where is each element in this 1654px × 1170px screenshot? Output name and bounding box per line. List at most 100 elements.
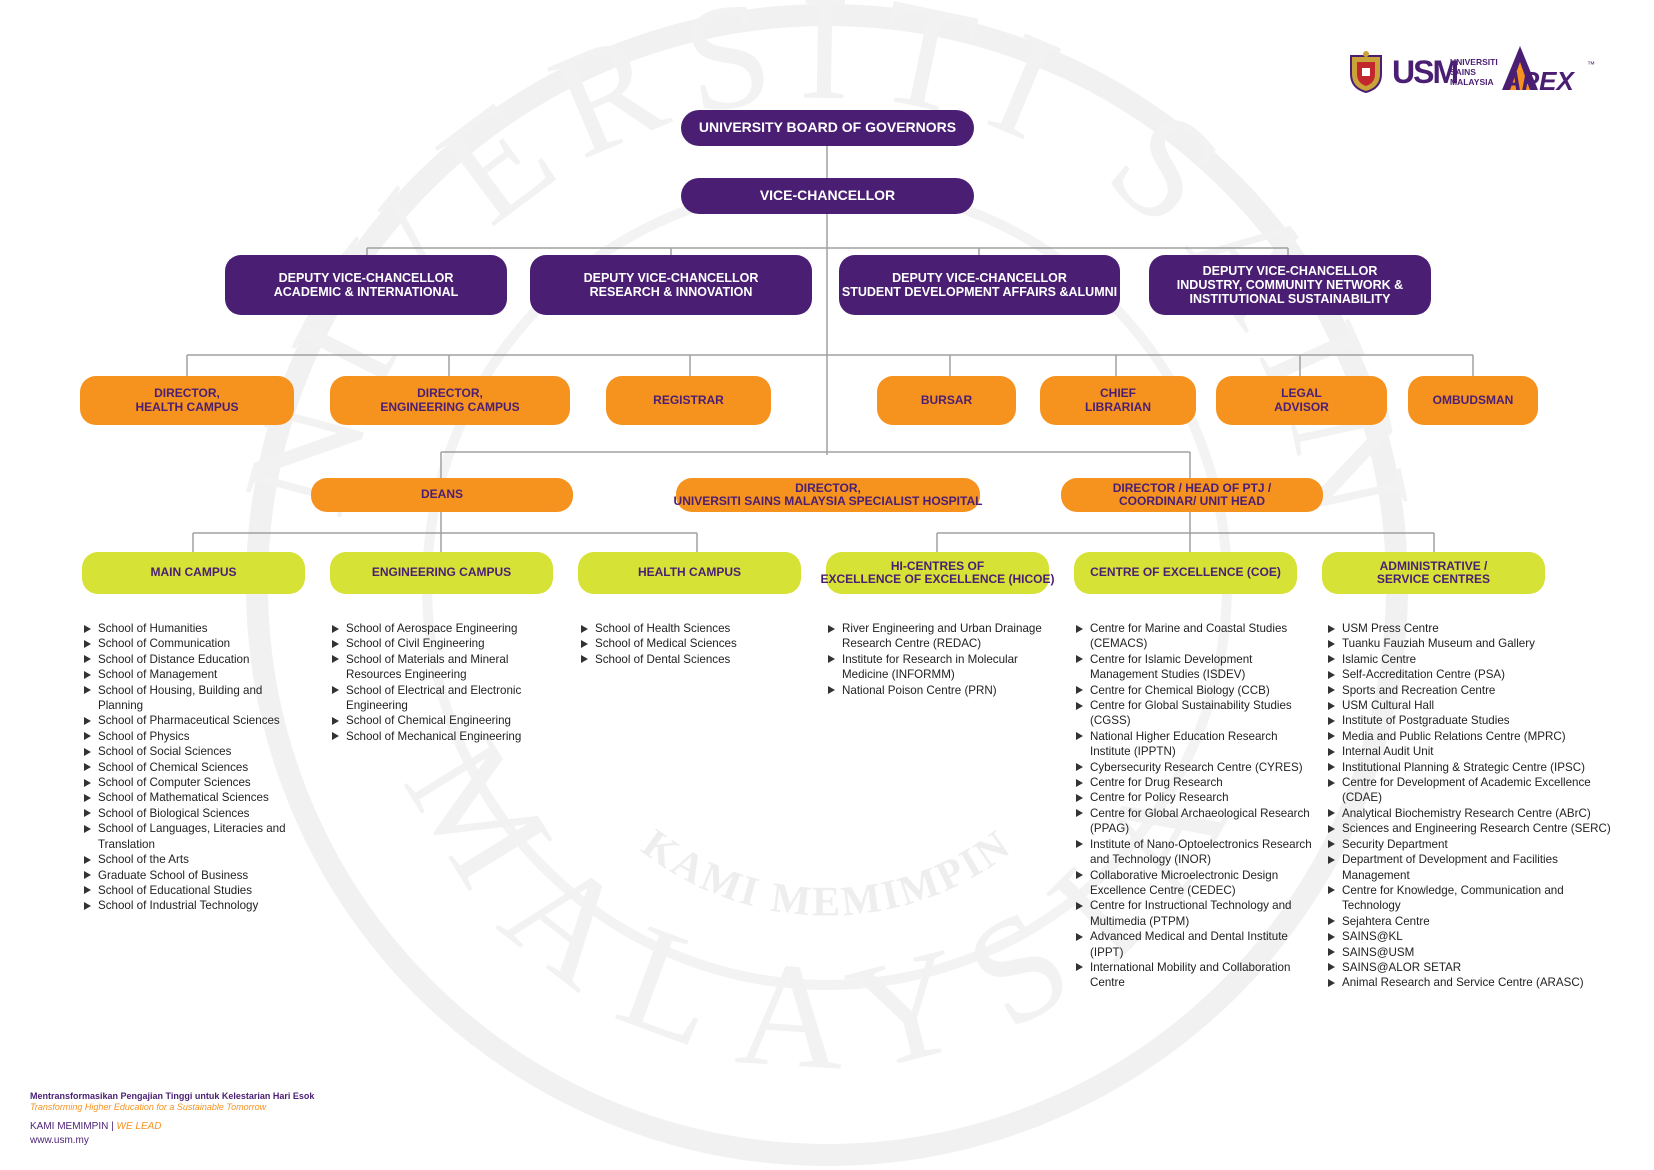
list-item: Institute of Postgraduate Studies [1326, 713, 1616, 728]
list-item: School of Health Sciences [579, 621, 789, 636]
list-item: Cybersecurity Research Centre (CYRES) [1074, 760, 1314, 775]
list-item: Analytical Biochemistry Research Centre … [1326, 806, 1616, 821]
list-item: School of Aerospace Engineering [330, 621, 540, 636]
list-item: Sejahtera Centre [1326, 914, 1616, 929]
list-item: Animal Research and Service Centre (ARAS… [1326, 975, 1616, 990]
list-item: School of Civil Engineering [330, 636, 540, 651]
list-item: School of Computer Sciences [82, 775, 302, 790]
list-item: Security Department [1326, 837, 1616, 852]
usm-logo-mark: USM [1392, 54, 1459, 90]
list-item: National Higher Education Research Insti… [1074, 729, 1314, 760]
list-item: School of Electrical and Electronic Engi… [330, 683, 540, 714]
list-item: SAINS@ALOR SETAR [1326, 960, 1616, 975]
motto-english: WE LEAD [116, 1121, 162, 1132]
list-item: School of Materials and Mineral Resource… [330, 652, 540, 683]
list-item: Advanced Medical and Dental Institute (I… [1074, 929, 1314, 960]
list-item: International Mobility and Collaboration… [1074, 960, 1314, 991]
health-campus: HEALTH CAMPUS [578, 552, 801, 594]
list-item: National Poison Centre (PRN) [826, 683, 1046, 698]
list-item: School of Chemical Sciences [82, 760, 302, 775]
list-item: Centre for Instructional Technology and … [1074, 898, 1314, 929]
list-item: USM Cultural Hall [1326, 698, 1616, 713]
list-item: SAINS@KL [1326, 929, 1616, 944]
list-item: Internal Audit Unit [1326, 744, 1616, 759]
list-item: School of Pharmaceutical Sciences [82, 713, 302, 728]
bursar: BURSAR [877, 376, 1016, 425]
website-link[interactable]: www.usm.my [30, 1135, 89, 1146]
list-item: Tuanku Fauziah Museum and Gallery [1326, 636, 1616, 651]
list-item: Centre for Global Archaeological Researc… [1074, 806, 1314, 837]
list-item: School of Housing, Building and Planning [82, 683, 302, 714]
engineering-campus: ENGINEERING CAMPUS [330, 552, 553, 594]
list-item: Centre for Development of Academic Excel… [1326, 775, 1616, 806]
usm-crest-icon [1350, 51, 1382, 94]
motto-separator: | [111, 1121, 114, 1132]
list-item: Islamic Centre [1326, 652, 1616, 667]
list-item: Self-Accreditation Centre (PSA) [1326, 667, 1616, 682]
list-item: School of Biological Sciences [82, 806, 302, 821]
list-item: School of Dental Sciences [579, 652, 789, 667]
list-item: School of Distance Education [82, 652, 302, 667]
list-item: Centre for Knowledge, Communication and … [1326, 883, 1616, 914]
list-item: School of Languages, Literacies and Tran… [82, 821, 302, 852]
list-item: School of Physics [82, 729, 302, 744]
list-item: Media and Public Relations Centre (MPRC) [1326, 729, 1616, 744]
main-campus: MAIN CAMPUS [82, 552, 305, 594]
tagline-english: Transforming Higher Education for a Sust… [30, 1102, 267, 1112]
list-item: Institutional Planning & Strategic Centr… [1326, 760, 1616, 775]
coe-list: Centre for Marine and Coastal Studies (C… [1074, 621, 1314, 991]
university-board-of-governors: UNIVERSITY BOARD OF GOVERNORS [681, 110, 974, 146]
logo-area: USM UNIVERSITI SAINS MALAYSIA APEX ™ [1340, 42, 1600, 98]
director-health-campus: DIRECTOR,HEALTH CAMPUS [80, 376, 294, 425]
motto-malay: KAMI MEMIMPIN [30, 1121, 109, 1132]
list-item: SAINS@USM [1326, 945, 1616, 960]
apex-logo: APEX [1503, 66, 1574, 96]
list-item: Centre for Chemical Biology (CCB) [1074, 683, 1314, 698]
registrar: REGISTRAR [606, 376, 771, 425]
apex-triangle-icon [1502, 46, 1538, 90]
list-item: Institute of Nano-Optoelectronics Resear… [1074, 837, 1314, 868]
list-item: Graduate School of Business [82, 868, 302, 883]
list-item: School of Mathematical Sciences [82, 790, 302, 805]
list-item: School of Mechanical Engineering [330, 729, 540, 744]
list-item: River Engineering and Urban Drainage Res… [826, 621, 1046, 652]
list-item: School of Chemical Engineering [330, 713, 540, 728]
list-item: School of Management [82, 667, 302, 682]
hicoe-list: River Engineering and Urban Drainage Res… [826, 621, 1046, 698]
list-item: Department of Development and Facilities… [1326, 852, 1616, 883]
vice-chancellor: VICE-CHANCELLOR [681, 178, 974, 214]
director-specialist-hospital: DIRECTOR,UNIVERSITI SAINS MALAYSIA SPECI… [674, 478, 982, 512]
list-item: School of Educational Studies [82, 883, 302, 898]
director-head-of-ptj: DIRECTOR / HEAD OF PTJ /COORDINAR/ UNIT … [1061, 478, 1323, 512]
motto-line: KAMI MEMIMPIN | WE LEAD [30, 1121, 162, 1132]
list-item: USM Press Centre [1326, 621, 1616, 636]
list-item: Sports and Recreation Centre [1326, 683, 1616, 698]
list-item: School of Social Sciences [82, 744, 302, 759]
list-item: Centre for Global Sustainability Studies… [1074, 698, 1314, 729]
list-item: School of the Arts [82, 852, 302, 867]
centre-of-excellence: CENTRE OF EXCELLENCE (COE) [1074, 552, 1297, 594]
usm-logo-name: UNIVERSITI SAINS MALAYSIA [1450, 57, 1498, 87]
list-item: Institute for Research in Molecular Medi… [826, 652, 1046, 683]
list-item: School of Communication [82, 636, 302, 651]
list-item: School of Industrial Technology [82, 898, 302, 913]
list-item: School of Humanities [82, 621, 302, 636]
list-item: Collaborative Microelectronic Design Exc… [1074, 868, 1314, 899]
list-item: Centre for Drug Research [1074, 775, 1314, 790]
list-item: Centre for Islamic Development Managemen… [1074, 652, 1314, 683]
tagline-malay: Mentransformasikan Pengajian Tinggi untu… [30, 1091, 315, 1101]
administrative-service-centres: ADMINISTRATIVE /SERVICE CENTRES [1322, 552, 1545, 594]
apex-tm: ™ [1587, 60, 1595, 69]
list-item: Sciences and Engineering Research Centre… [1326, 821, 1616, 836]
